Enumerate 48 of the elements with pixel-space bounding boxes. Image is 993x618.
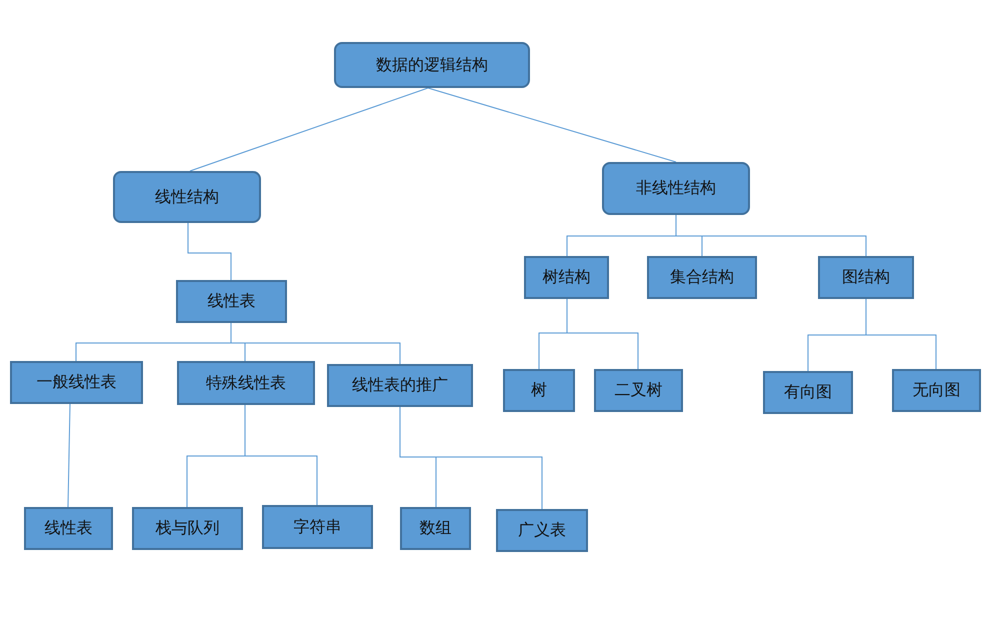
node-label: 数据的逻辑结构 <box>376 54 488 76</box>
process-box <box>524 256 609 299</box>
rounded-box <box>334 42 530 88</box>
connector-line <box>866 298 936 370</box>
node-label: 集合结构 <box>670 267 734 288</box>
node-label: 广义表 <box>518 520 566 541</box>
connector-line <box>400 406 542 510</box>
process-box <box>818 256 914 299</box>
connector-line <box>244 404 318 506</box>
process-box <box>10 361 143 404</box>
connector-line <box>68 404 70 508</box>
process-box <box>24 507 113 550</box>
connector-line <box>190 88 428 172</box>
node-label: 特殊线性表 <box>206 372 286 394</box>
process-box <box>594 369 683 412</box>
node-label: 线性表 <box>44 518 92 539</box>
process-box <box>892 369 981 412</box>
node-label: 二叉树 <box>614 380 662 401</box>
connector-line <box>566 298 638 370</box>
process-box <box>132 507 243 550</box>
node-label: 字符串 <box>294 516 342 538</box>
node-label: 树 <box>531 380 547 401</box>
process-box <box>503 369 575 412</box>
node-label: 数组 <box>420 518 452 539</box>
node-label: 图结构 <box>842 267 890 288</box>
node-label: 一般线性表 <box>36 372 116 393</box>
rounded-box <box>113 171 261 223</box>
connector-line <box>428 88 676 162</box>
node-label: 栈与队列 <box>156 518 220 539</box>
process-box <box>400 507 471 550</box>
node-label: 线性结构 <box>155 186 219 208</box>
node-label: 线性表 <box>208 291 256 312</box>
connector-line <box>676 214 866 256</box>
node-label: 线性表的推广 <box>352 375 448 396</box>
process-box <box>763 371 853 414</box>
process-box <box>177 361 315 405</box>
node-label: 树结构 <box>542 267 590 288</box>
node-label: 非线性结构 <box>636 178 716 199</box>
process-box <box>496 509 588 552</box>
connector-line <box>230 322 400 364</box>
rounded-box <box>602 162 750 215</box>
process-box <box>176 280 287 323</box>
process-box <box>262 505 373 549</box>
process-box <box>327 364 473 407</box>
node-label: 有向图 <box>784 382 832 403</box>
process-box <box>647 256 757 299</box>
node-label: 无向图 <box>912 380 960 401</box>
connector-line <box>188 222 232 280</box>
